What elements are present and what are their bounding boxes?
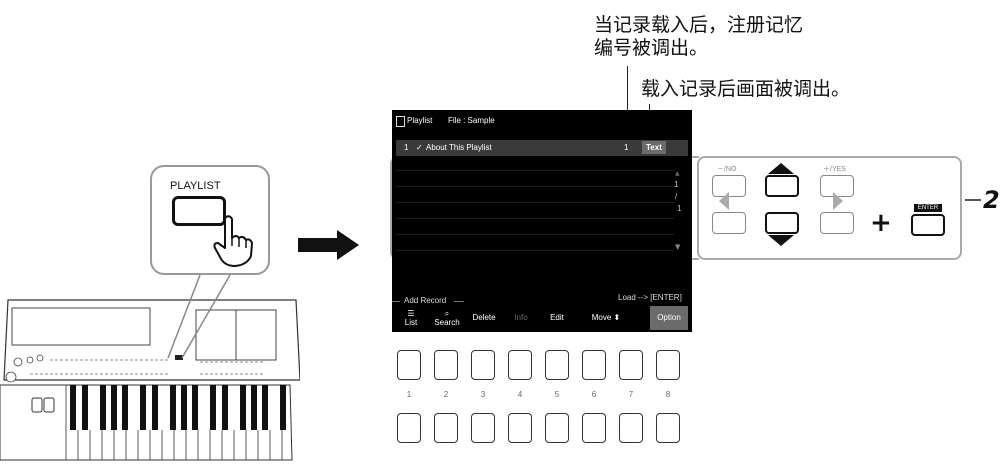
function-button-lower-5[interactable] [545, 413, 569, 443]
file-name: File : Sample [448, 116, 495, 125]
menu-search-label: Search [434, 318, 460, 327]
menu-option[interactable]: Option [650, 306, 688, 330]
screen-menu-bar: ☰ List ⌕ Search Delete Info Edit Move ⬍ … [394, 306, 690, 330]
enter-button[interactable] [911, 214, 945, 236]
step-number: 2 [983, 186, 1000, 214]
file-icon [396, 116, 405, 127]
scroll-down-icon[interactable]: ▼ [675, 243, 681, 251]
function-number-7: 7 [628, 390, 634, 399]
callout-screen-text: 载入记录后画面被调出。 [641, 78, 851, 100]
function-button-lower-8[interactable] [656, 413, 680, 443]
function-number-3: 3 [480, 390, 486, 399]
check-icon: ✓ [416, 143, 423, 152]
triangle-up-icon [768, 163, 794, 174]
function-button-upper-7[interactable] [619, 350, 643, 380]
function-button-upper-1[interactable] [397, 350, 421, 380]
page-separator: / [675, 192, 678, 201]
scroll-up-icon[interactable]: ▲ [675, 170, 680, 177]
function-number-5: 5 [554, 390, 560, 399]
menu-list[interactable]: ☰ List [394, 306, 428, 330]
function-button-upper-4[interactable] [508, 350, 532, 380]
right-button[interactable] [820, 212, 854, 234]
page-total: 1 [677, 204, 682, 213]
menu-edit[interactable]: Edit [550, 313, 564, 322]
no-button[interactable] [712, 175, 746, 197]
page-current: 1 [674, 180, 679, 189]
record-number: 1 [404, 143, 409, 152]
function-button-lower-3[interactable] [471, 413, 495, 443]
function-button-upper-6[interactable] [582, 350, 606, 380]
record-name: About This Playlist [426, 143, 492, 152]
callout-registration-text: 当记录载入后，注册记忆 编号被调出。 [594, 14, 804, 59]
function-button-lower-1[interactable] [397, 413, 421, 443]
function-button-lower-2[interactable] [434, 413, 458, 443]
step-leader-line [965, 199, 981, 201]
yes-label: ＋/YES [823, 166, 846, 173]
menu-move[interactable]: Move ⬍ [578, 306, 634, 330]
menu-info[interactable]: Info [514, 313, 528, 322]
function-button-lower-7[interactable] [619, 413, 643, 443]
enter-label: ENTER [914, 204, 942, 212]
list-item[interactable]: 1 ✓ About This Playlist 1 Text [396, 140, 688, 156]
screen-title: Playlist [407, 116, 433, 125]
menu-move-label: Move [591, 313, 612, 322]
playlist-label: PLAYLIST [170, 180, 221, 192]
no-label: －/NO [717, 166, 737, 173]
function-number-8: 8 [665, 390, 671, 399]
function-number-6: 6 [591, 390, 597, 399]
menu-list-label: List [404, 318, 418, 327]
playlist-button[interactable] [172, 196, 226, 226]
triangle-left-icon [719, 192, 729, 210]
function-number-4: 4 [517, 390, 523, 399]
text-button[interactable]: Text [642, 141, 666, 154]
left-button[interactable] [712, 212, 746, 234]
function-button-upper-5[interactable] [545, 350, 569, 380]
plus-sign: + [870, 208, 892, 238]
function-button-upper-3[interactable] [471, 350, 495, 380]
triangle-down-icon [768, 235, 794, 246]
load-hint: Load --> [ENTER] [618, 293, 682, 302]
triangle-right-icon [833, 192, 843, 210]
hand-pointer-icon [213, 215, 253, 267]
search-icon: ⌕ [444, 309, 450, 318]
callout-line-1 [627, 66, 628, 148]
add-record-label: Add Record [404, 296, 447, 305]
function-button-upper-8[interactable] [656, 350, 680, 380]
menu-search[interactable]: ⌕ Search [430, 306, 464, 330]
keyboard-illustration [0, 274, 300, 461]
move-updown-icon: ⬍ [613, 313, 621, 322]
list-icon: ☰ [407, 309, 415, 318]
playlist-screen: Playlist File : Sample 1 ✓ About This Pl… [392, 110, 692, 332]
function-number-2: 2 [443, 390, 449, 399]
arrow-right-head [337, 230, 359, 260]
menu-delete[interactable]: Delete [472, 313, 496, 322]
up-button[interactable] [765, 175, 799, 197]
function-button-lower-4[interactable] [508, 413, 532, 443]
playlist-record-list: 1 ✓ About This Playlist 1 Text [396, 140, 688, 270]
function-button-lower-6[interactable] [582, 413, 606, 443]
function-number-1: 1 [406, 390, 412, 399]
arrow-right-icon [298, 238, 338, 252]
screen-title-bar: Playlist File : Sample [392, 110, 692, 132]
down-button[interactable] [765, 212, 799, 234]
function-button-upper-2[interactable] [434, 350, 458, 380]
registration-number: 1 [624, 143, 629, 152]
